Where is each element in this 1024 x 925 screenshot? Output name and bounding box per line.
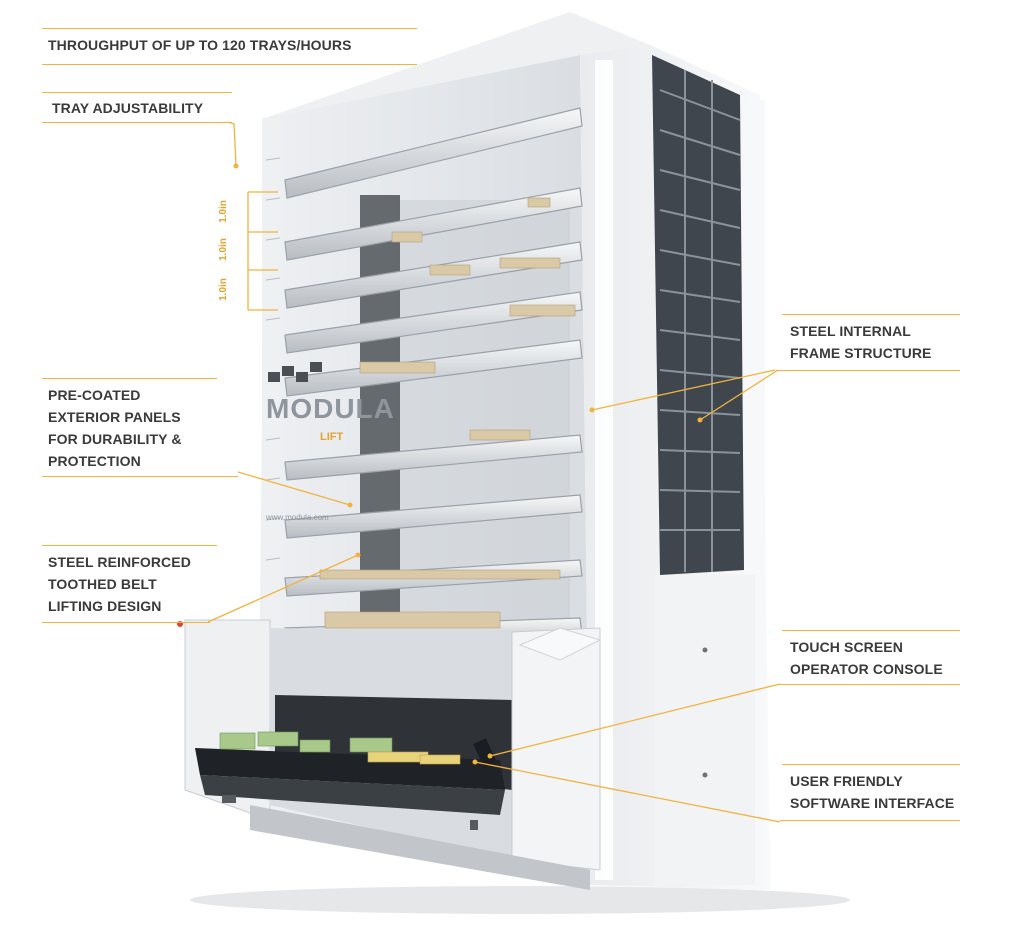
callout-steel-belt: STEEL REINFORCED TOOTHED BELT LIFTING DE… [48,551,191,617]
cabinet-base [250,805,590,890]
callout-software-line-1: USER FRIENDLY [790,773,903,789]
callout-software: USER FRIENDLY SOFTWARE INTERFACE [790,770,954,814]
leader-lines [207,121,781,823]
callout-touch-screen: TOUCH SCREEN OPERATOR CONSOLE [790,636,943,680]
dimension-label-3: 1.0in [217,278,229,301]
callout-pre-coated-line-4: PROTECTION [48,453,141,469]
console-housing [511,627,601,871]
callout-touch-screen-line-1: TOUCH SCREEN [790,639,903,655]
callout-pre-coated-line-1: PRE-COATED [48,387,141,403]
callout-software-line-2: SOFTWARE INTERFACE [790,795,955,811]
callout-steel-belt-line-3: LIFTING DESIGN [48,598,162,614]
dimension-label-2: 1.0in [217,238,229,261]
trays [284,107,583,647]
callout-pre-coated-line-2: EXTERIOR PANELS [48,409,181,425]
callout-steel-belt-line-1: STEEL REINFORCED [48,554,191,570]
modula-website: www.modula.com [265,513,329,522]
callout-pre-coated: PRE-COATED EXTERIOR PANELS FOR DURABILIT… [48,384,182,472]
modula-logo-text: MODULA [266,393,395,424]
callout-tray-adjustability-text: TRAY ADJUSTABILITY [52,100,204,116]
internal-frame [652,55,744,575]
callout-steel-frame: STEEL INTERNAL FRAME STRUCTURE [790,320,932,364]
callout-steel-belt-line-2: TOOTHED BELT [48,576,157,592]
modula-logo-sub: LIFT [320,431,343,443]
callout-steel-frame-line-1: STEEL INTERNAL [790,323,911,339]
tray-goods [319,197,576,629]
modula-logo: MODULA LIFT www.modula.com [265,362,395,522]
touch-screen [473,738,497,768]
floor-shadow [190,886,850,914]
callout-throughput: THROUGHPUT OF UP TO 120 TRAYS/HOURS [48,34,352,56]
lift-column [360,195,400,635]
callout-throughput-text: THROUGHPUT OF UP TO 120 TRAYS/HOURS [48,37,352,53]
dimension-label-1: 1.0in [217,200,229,223]
callout-pre-coated-line-3: FOR DURABILITY & [48,431,182,447]
callout-steel-frame-line-2: FRAME STRUCTURE [790,345,932,361]
callout-tray-adjustability: TRAY ADJUSTABILITY [52,97,203,119]
callout-touch-screen-line-2: OPERATOR CONSOLE [790,661,943,677]
